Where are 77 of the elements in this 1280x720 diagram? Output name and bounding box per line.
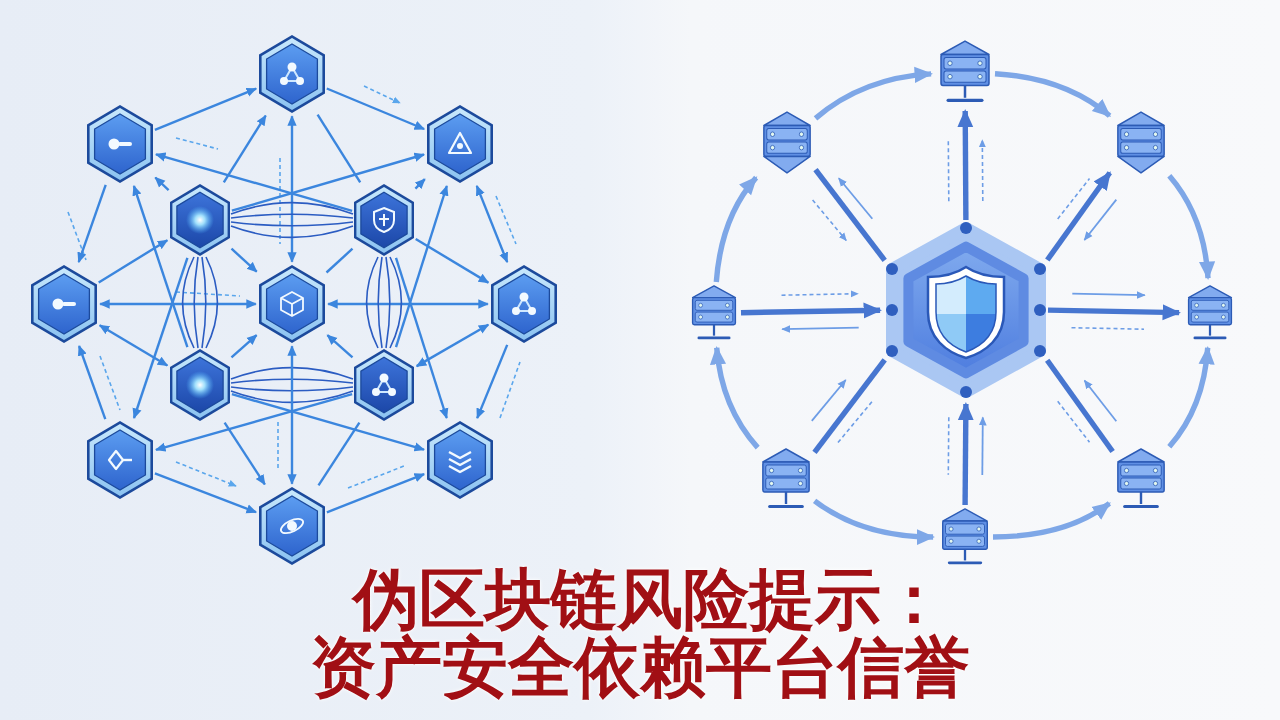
connector-line xyxy=(812,358,887,454)
arrow xyxy=(132,257,189,419)
arrow xyxy=(1047,304,1181,321)
arrow xyxy=(957,109,974,220)
arrow xyxy=(98,239,169,284)
arrow xyxy=(326,334,354,359)
curved-arrow xyxy=(813,498,935,545)
arrow xyxy=(414,178,426,190)
hub-hexagon xyxy=(886,222,1046,398)
hexagon-node xyxy=(354,349,414,421)
arrow xyxy=(394,185,449,348)
server-icon xyxy=(1114,110,1168,176)
arrow xyxy=(77,184,107,263)
arrow xyxy=(154,472,257,514)
double-arrow xyxy=(287,345,297,485)
server-icon xyxy=(937,39,993,105)
title: 伪区块链风险提示：资产安全依赖平台信誉 xyxy=(309,566,971,702)
server-icon xyxy=(689,284,739,342)
arrow xyxy=(231,152,425,212)
curved-arrow xyxy=(1167,345,1215,449)
arrow xyxy=(1045,171,1112,262)
hexagon-node xyxy=(427,105,493,183)
hexagon-node xyxy=(354,184,414,256)
arrow xyxy=(230,334,258,359)
hexagon-node xyxy=(427,421,493,499)
double-arrow xyxy=(415,323,490,368)
hexagon-node xyxy=(170,349,230,421)
hexagon-node xyxy=(87,105,153,183)
arrow xyxy=(154,176,170,191)
double-arrow xyxy=(98,324,169,367)
server-icon xyxy=(760,110,814,176)
hexagon-node xyxy=(491,265,557,343)
arrow xyxy=(415,237,490,284)
line-bundle xyxy=(181,256,219,349)
double-arrow xyxy=(475,184,509,264)
arrow xyxy=(223,422,266,486)
arrow xyxy=(222,114,267,183)
server-icon xyxy=(1185,284,1235,342)
arrow xyxy=(740,302,882,319)
hexagon-node xyxy=(87,421,153,499)
curved-arrow xyxy=(1167,174,1215,280)
arrow xyxy=(326,473,426,514)
connector-line xyxy=(317,422,361,486)
hexagon-node xyxy=(259,35,325,113)
arrow xyxy=(154,87,258,131)
arrow xyxy=(155,152,353,212)
line-bundle xyxy=(230,366,354,404)
arrow xyxy=(230,247,258,273)
double-arrow xyxy=(327,299,489,309)
hexagon-node xyxy=(170,184,230,256)
hexagon-node xyxy=(259,487,325,565)
arrow xyxy=(957,402,974,505)
arrow xyxy=(326,87,426,131)
curved-arrow xyxy=(713,175,759,283)
double-arrow xyxy=(287,115,297,263)
curved-arrow xyxy=(994,71,1112,118)
arrow xyxy=(132,185,189,348)
arrow xyxy=(77,345,107,420)
server-icon xyxy=(939,507,991,567)
curved-arrow xyxy=(813,67,933,121)
connector-line xyxy=(813,167,887,262)
line-bundle xyxy=(230,201,354,239)
arrow xyxy=(394,257,449,419)
curved-arrow xyxy=(710,345,760,450)
arrow xyxy=(155,392,353,452)
server-icon xyxy=(759,447,813,511)
double-arrow xyxy=(99,299,257,309)
hexagon-node xyxy=(31,265,97,343)
connector-line xyxy=(1045,358,1115,454)
arrow xyxy=(476,344,509,420)
connector-line xyxy=(316,114,362,183)
connector-line xyxy=(325,247,354,274)
hexagon-node xyxy=(259,265,325,343)
curved-arrow xyxy=(992,501,1111,540)
arrow xyxy=(231,393,425,452)
line-bundle xyxy=(365,256,403,349)
server-icon xyxy=(1114,447,1168,511)
